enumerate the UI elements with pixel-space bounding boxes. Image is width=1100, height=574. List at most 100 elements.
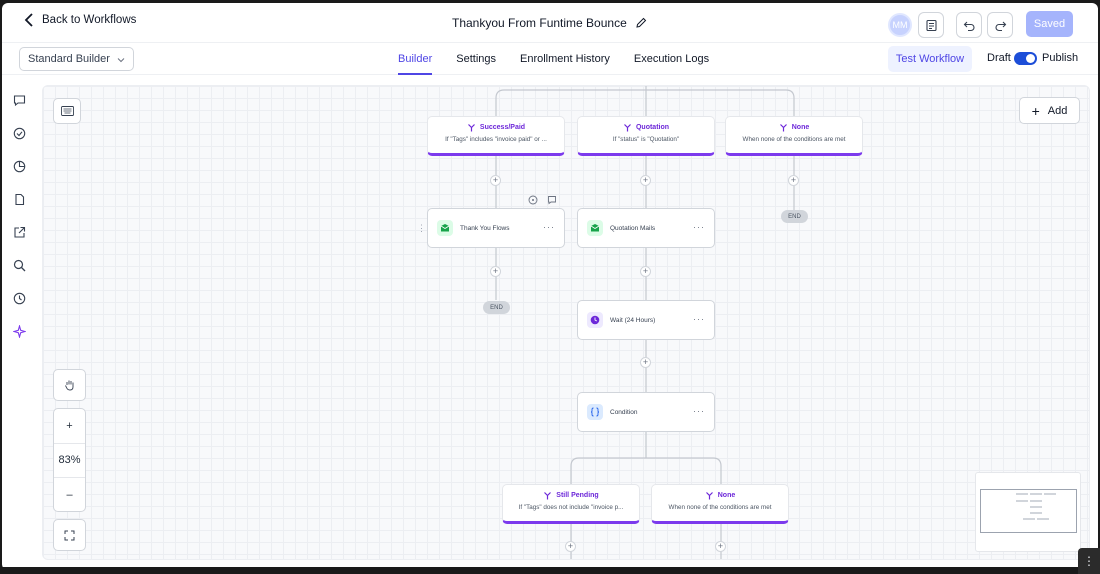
add-step-button[interactable]: + [640,357,651,368]
action-condition[interactable]: Condition ··· [577,392,715,432]
tab-enrollment-history[interactable]: Enrollment History [520,53,610,65]
workflow-canvas[interactable]: Success/Paid If "Tags" includes "invoice… [42,85,1090,560]
drag-handle-icon[interactable]: ⋮⋮ [417,223,434,233]
branch-none-top[interactable]: None When none of the conditions are met [725,116,863,156]
more-options-icon[interactable]: ··· [693,314,705,324]
more-options-icon[interactable]: ··· [693,222,705,232]
history-icon[interactable] [12,291,27,306]
builder-select-value: Standard Builder [28,53,110,65]
pencil-icon[interactable] [635,17,647,29]
file-icon[interactable] [12,192,27,207]
zoom-in-button[interactable]: + [54,409,85,444]
tab-bar: Builder Settings Enrollment History Exec… [398,43,709,75]
branch-icon [705,492,713,500]
avatar[interactable]: MM [888,13,912,37]
hand-icon [64,380,73,391]
branch-description: If "Tags" includes "invoice paid" or ... [445,136,547,143]
ai-sparkle-icon[interactable] [12,324,27,339]
branch-title: Success/Paid [479,124,526,131]
saved-button[interactable]: Saved [1026,11,1073,37]
action-wait[interactable]: Wait (24 Hours) ··· [577,300,715,340]
action-quotation-mails[interactable]: Quotation Mails ··· [577,208,715,248]
email-icon [437,220,453,236]
minimap[interactable] [975,472,1081,552]
add-step-button[interactable]: + [640,175,651,186]
redo-button[interactable] [987,12,1013,38]
add-step-button[interactable]: + [490,266,501,277]
add-step-button[interactable]: + [715,541,726,552]
notes-button[interactable] [918,12,944,38]
branch-success-paid[interactable]: Success/Paid If "Tags" includes "invoice… [427,116,565,156]
window-bottom-edge [0,567,1100,574]
email-icon [587,220,603,236]
vertical-dots-icon[interactable]: ⋮ [1078,548,1100,574]
plus-icon: + [1031,102,1040,119]
clock-icon [587,312,603,328]
info-icon[interactable] [527,194,539,206]
test-workflow-button[interactable]: Test Workflow [888,46,972,72]
branch-none-bottom[interactable]: None When none of the conditions are met [651,484,789,524]
document-list-icon [925,19,937,31]
end-marker: END [781,210,808,223]
branch-icon [544,492,552,500]
chat-icon[interactable] [12,93,27,108]
back-label: Back to Workflows [42,14,137,26]
redo-icon [995,21,1006,31]
comment-icon[interactable] [546,194,558,206]
action-thank-you-flows[interactable]: Thank You Flows ··· [427,208,565,248]
pan-tool-button[interactable] [53,369,86,401]
add-element-button[interactable]: + Add [1019,97,1080,124]
branch-quotation[interactable]: Quotation If "status" is "Quotation" [577,116,715,156]
action-label: Thank You Flows [460,224,510,232]
expand-icon [64,530,75,540]
keyboard-shortcuts-button[interactable] [53,98,81,124]
action-label: Quotation Mails [610,224,656,232]
tab-settings[interactable]: Settings [456,53,496,65]
minimap-viewport[interactable] [980,489,1077,533]
branch-title: Quotation [635,124,670,131]
keyboard-icon [60,106,74,116]
branch-title: Still Pending [556,492,599,499]
add-step-button[interactable]: + [490,175,501,186]
branch-title: None [791,124,810,131]
more-options-icon[interactable]: ··· [693,406,705,416]
branch-description: If "Tags" does not include "invoice p... [518,504,624,511]
action-label: Condition [610,408,638,416]
branch-description: If "status" is "Quotation" [612,136,680,143]
check-circle-icon[interactable] [12,126,27,141]
chevron-left-icon [24,13,33,27]
add-step-button[interactable]: + [640,266,651,277]
zoom-out-button[interactable]: – [66,489,73,502]
zoom-level: 83% [54,444,85,479]
zoom-controls: + 83% – [53,408,86,512]
undo-button[interactable] [956,12,982,38]
chevron-down-icon [117,58,125,63]
branch-icon [624,124,631,132]
sub-bar: Standard Builder Builder Settings Enroll… [2,43,1098,75]
publish-toggle[interactable] [1014,52,1037,65]
left-rail [2,75,40,570]
top-bar: Back to Workflows Thankyou From Funtime … [2,3,1098,43]
more-options-icon[interactable]: ··· [543,222,555,232]
branch-still-pending[interactable]: Still Pending If "Tags" does not include… [502,484,640,524]
builder-select[interactable]: Standard Builder [19,47,134,71]
minimap-nodes [1016,493,1056,520]
external-link-icon[interactable] [12,225,27,240]
branch-icon [779,124,787,132]
branch-title: None [717,492,736,499]
workflow-title[interactable]: Thankyou From Funtime Bounce [452,16,647,30]
add-step-button[interactable]: + [565,541,576,552]
search-icon[interactable] [12,258,27,273]
undo-icon [963,21,974,31]
draft-label: Draft [987,52,1011,64]
branch-description: When none of the conditions are met [742,136,846,143]
branch-description: When none of the conditions are met [668,504,772,511]
pie-chart-icon[interactable] [12,159,27,174]
add-step-button[interactable]: + [788,175,799,186]
tab-execution-logs[interactable]: Execution Logs [633,53,710,65]
tab-builder[interactable]: Builder [398,43,433,75]
back-to-workflows-link[interactable]: Back to Workflows [24,13,136,27]
fit-view-button[interactable] [53,519,86,551]
app-window: Back to Workflows Thankyou From Funtime … [2,3,1098,570]
branch-icon [467,124,475,132]
